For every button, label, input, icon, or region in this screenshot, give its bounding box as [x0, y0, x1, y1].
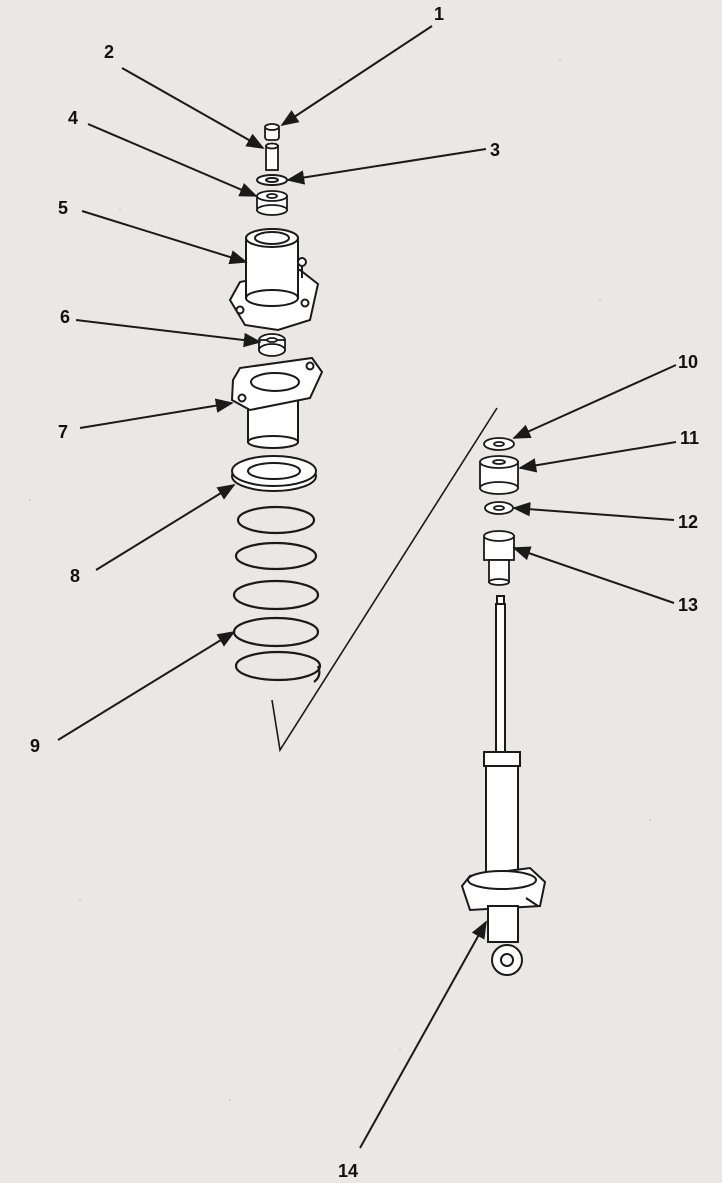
callout-13: 13 — [678, 595, 698, 615]
callout-12: 12 — [678, 512, 698, 532]
part-3-washer — [256, 174, 288, 186]
callout-5: 5 — [58, 198, 68, 218]
part-7-spring-seat — [230, 356, 324, 449]
part-12-washer — [484, 501, 514, 515]
callout-11: 11 — [680, 428, 699, 448]
callout-6: 6 — [60, 307, 70, 327]
callout-7: 7 — [58, 422, 68, 442]
callout-8: 8 — [70, 566, 80, 586]
callout-labels: 1 2 3 4 5 6 7 8 9 10 11 12 13 14 — [30, 4, 699, 1181]
callout-1: 1 — [434, 4, 444, 24]
callout-2: 2 — [104, 42, 114, 62]
callout-4: 4 — [68, 108, 78, 128]
part-13-bump-stop — [483, 530, 515, 586]
callout-10: 10 — [678, 352, 698, 372]
part-9-coil-spring — [232, 505, 322, 683]
part-6-bump-stop — [258, 333, 286, 357]
part-2-sleeve — [265, 142, 279, 171]
paper-texture — [29, 59, 651, 1101]
part-5-upper-mount — [228, 228, 320, 332]
part-11-bushing — [479, 455, 519, 495]
part-4-bushing — [256, 190, 288, 216]
callout-14: 14 — [338, 1161, 358, 1181]
part-8-spring-insulator — [231, 455, 317, 492]
callout-9: 9 — [30, 736, 40, 756]
part-1-nut — [264, 123, 280, 141]
leader-arrows — [57, 25, 677, 1149]
callout-3: 3 — [490, 140, 500, 160]
part-10-washer — [483, 437, 515, 451]
axis-lines — [271, 407, 498, 753]
part-14-shock-absorber — [460, 595, 547, 976]
